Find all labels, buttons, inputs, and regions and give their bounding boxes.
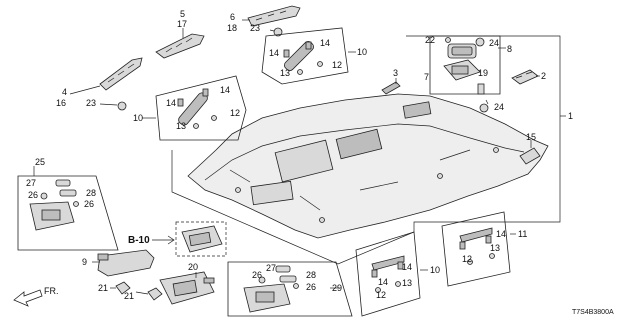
callout-7: 7	[424, 72, 429, 82]
headliner-panel	[187, 93, 549, 239]
callout-24-bottom: 24	[494, 102, 504, 112]
callout-27-left: 27	[26, 178, 36, 188]
sunvisor-20	[159, 271, 215, 305]
callout-10-top: 10	[357, 47, 367, 57]
callout-18: 18	[227, 23, 237, 33]
callout-15: 15	[526, 132, 536, 142]
bracket-6	[242, 5, 301, 37]
bracket-5	[155, 28, 205, 59]
callout-28-left: 28	[86, 188, 96, 198]
callout-24-top: 24	[489, 38, 499, 48]
callout-23-top: 23	[250, 23, 260, 33]
callout-4: 4	[62, 87, 67, 97]
callout-27-right: 27	[266, 263, 276, 273]
callout-21-left: 21	[98, 283, 108, 293]
lamp-15	[519, 140, 541, 165]
callout-12-b: 12	[332, 60, 342, 70]
headliner-outline	[171, 35, 561, 265]
callout-3: 3	[393, 68, 398, 78]
callout-19: 19	[478, 68, 488, 78]
callout-11: 11	[518, 229, 527, 239]
callout-14-c: 14	[269, 48, 279, 58]
callout-8: 8	[507, 44, 512, 54]
callout-13-d: 13	[490, 243, 500, 253]
callout-20: 20	[188, 262, 198, 272]
callout-14-b: 14	[220, 85, 230, 95]
bracket-4	[69, 57, 143, 111]
callout-26-b: 26	[84, 199, 94, 209]
callout-10-left: 10	[133, 113, 143, 123]
callout-10-bottom: 10	[430, 265, 440, 275]
callout-12-c: 12	[376, 290, 386, 300]
callout-1: 1	[568, 111, 573, 121]
callout-9: 9	[82, 257, 87, 267]
diagram-code: T7S4B3800A	[572, 309, 614, 316]
callout-14-g: 14	[496, 229, 506, 239]
callout-26-d: 26	[306, 282, 316, 292]
callout-14-a: 14	[166, 98, 176, 108]
callout-26-c: 26	[252, 270, 262, 280]
callout-13-a: 13	[176, 121, 186, 131]
callout-28-right: 28	[306, 270, 316, 280]
callout-22: 22	[425, 35, 435, 45]
callout-5: 5	[180, 9, 185, 19]
callout-labels: 5 17 6 18 23 4 16 23 14 14 13 12 10 14 1…	[26, 9, 614, 316]
front-label: FR.	[44, 286, 59, 296]
callout-16: 16	[56, 98, 66, 108]
sunvisor-9	[97, 249, 155, 277]
callout-29: 29	[332, 283, 342, 293]
callout-17: 17	[177, 19, 187, 29]
callout-12-d: 12	[462, 254, 472, 264]
callout-23-left: 23	[86, 98, 96, 108]
callout-25: 25	[35, 157, 45, 167]
callout-14-f: 14	[378, 277, 388, 287]
clip-3	[381, 78, 401, 95]
visor-holder-21-left	[115, 281, 131, 295]
sunvisor-parts-group-29	[227, 261, 353, 317]
overhead-console-b10	[152, 221, 227, 257]
dome-lamp-2	[511, 69, 539, 85]
callout-13-c: 13	[402, 278, 412, 288]
assist-grip-group-10-left	[142, 75, 247, 141]
sunvisor-parts-group-25	[17, 175, 119, 251]
reference-b10: B-10	[128, 235, 150, 246]
callout-26-a: 26	[28, 190, 38, 200]
assist-grip-group-10-bottom	[355, 231, 428, 317]
callout-6: 6	[230, 12, 235, 22]
callout-21-right: 21	[124, 291, 134, 301]
leader-lines	[33, 47, 566, 295]
callout-12-a: 12	[230, 108, 240, 118]
map-lamp-group-8	[429, 35, 501, 113]
assist-grip-group-10-top	[261, 27, 356, 85]
front-direction-arrow	[13, 289, 43, 307]
callout-13-b: 13	[280, 68, 290, 78]
assist-grip-group-11	[441, 211, 516, 287]
callout-14-d: 14	[320, 38, 330, 48]
callout-2: 2	[541, 71, 546, 81]
visor-holder-21-right	[147, 287, 163, 301]
callout-14-e: 14	[402, 262, 412, 272]
